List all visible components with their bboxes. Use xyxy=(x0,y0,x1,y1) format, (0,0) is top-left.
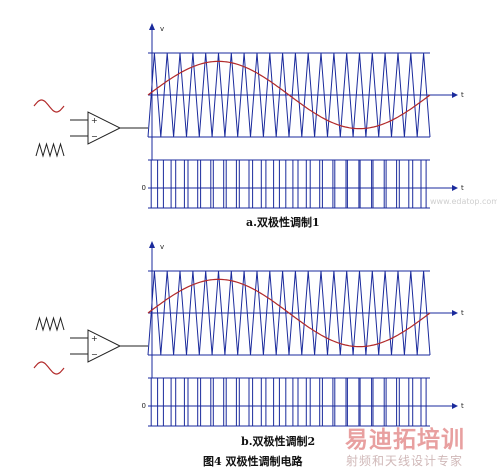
watermark-url: www.edatop.com xyxy=(430,197,497,206)
zero-label: 0 xyxy=(142,402,146,410)
time-axis-lower-arrow xyxy=(452,403,458,409)
time-axis-upper-arrow xyxy=(452,92,458,98)
time-label-lower: t xyxy=(461,402,464,410)
comparator-opamp xyxy=(87,329,122,363)
y-axis-arrow xyxy=(149,23,155,30)
panel-a-diagram: v t t 0 + − xyxy=(33,23,464,209)
zero-label: 0 xyxy=(142,184,146,192)
triangle-carrier-wave xyxy=(147,270,431,356)
sine-source-icon xyxy=(33,99,65,113)
time-axis-upper-arrow xyxy=(452,310,458,316)
watermark-brand: 易迪拓培训 xyxy=(345,427,465,453)
time-label-upper: t xyxy=(461,309,464,317)
sine-source-icon xyxy=(33,361,65,375)
y-axis-label: v xyxy=(160,25,164,33)
y-axis-arrow xyxy=(149,241,155,248)
opamp-minus-sign: − xyxy=(91,350,98,359)
time-axis-lower-arrow xyxy=(452,185,458,191)
comparator-opamp xyxy=(87,111,122,145)
watermark-subtitle: 射频和天线设计专家 xyxy=(346,454,464,468)
y-axis-label: v xyxy=(160,243,164,251)
triangle-source-icon xyxy=(35,142,65,158)
time-label-upper: t xyxy=(461,91,464,99)
opamp-minus-sign: − xyxy=(91,132,98,141)
opamp-plus-sign: + xyxy=(91,116,98,125)
triangle-carrier-wave xyxy=(147,52,431,138)
sine-modulating-wave xyxy=(147,278,431,348)
sine-modulating-wave xyxy=(147,60,431,130)
caption-panel-b: b.双极性调制2 xyxy=(241,435,316,448)
triangle-source-icon xyxy=(35,316,65,332)
caption-panel-a: a.双极性调制1 xyxy=(246,216,320,229)
panel-b-diagram: v t t 0 + − xyxy=(33,241,464,427)
figure-caption: 图4 双极性调制电路 xyxy=(203,455,303,468)
time-label-lower: t xyxy=(461,184,464,192)
opamp-plus-sign: + xyxy=(91,334,98,343)
